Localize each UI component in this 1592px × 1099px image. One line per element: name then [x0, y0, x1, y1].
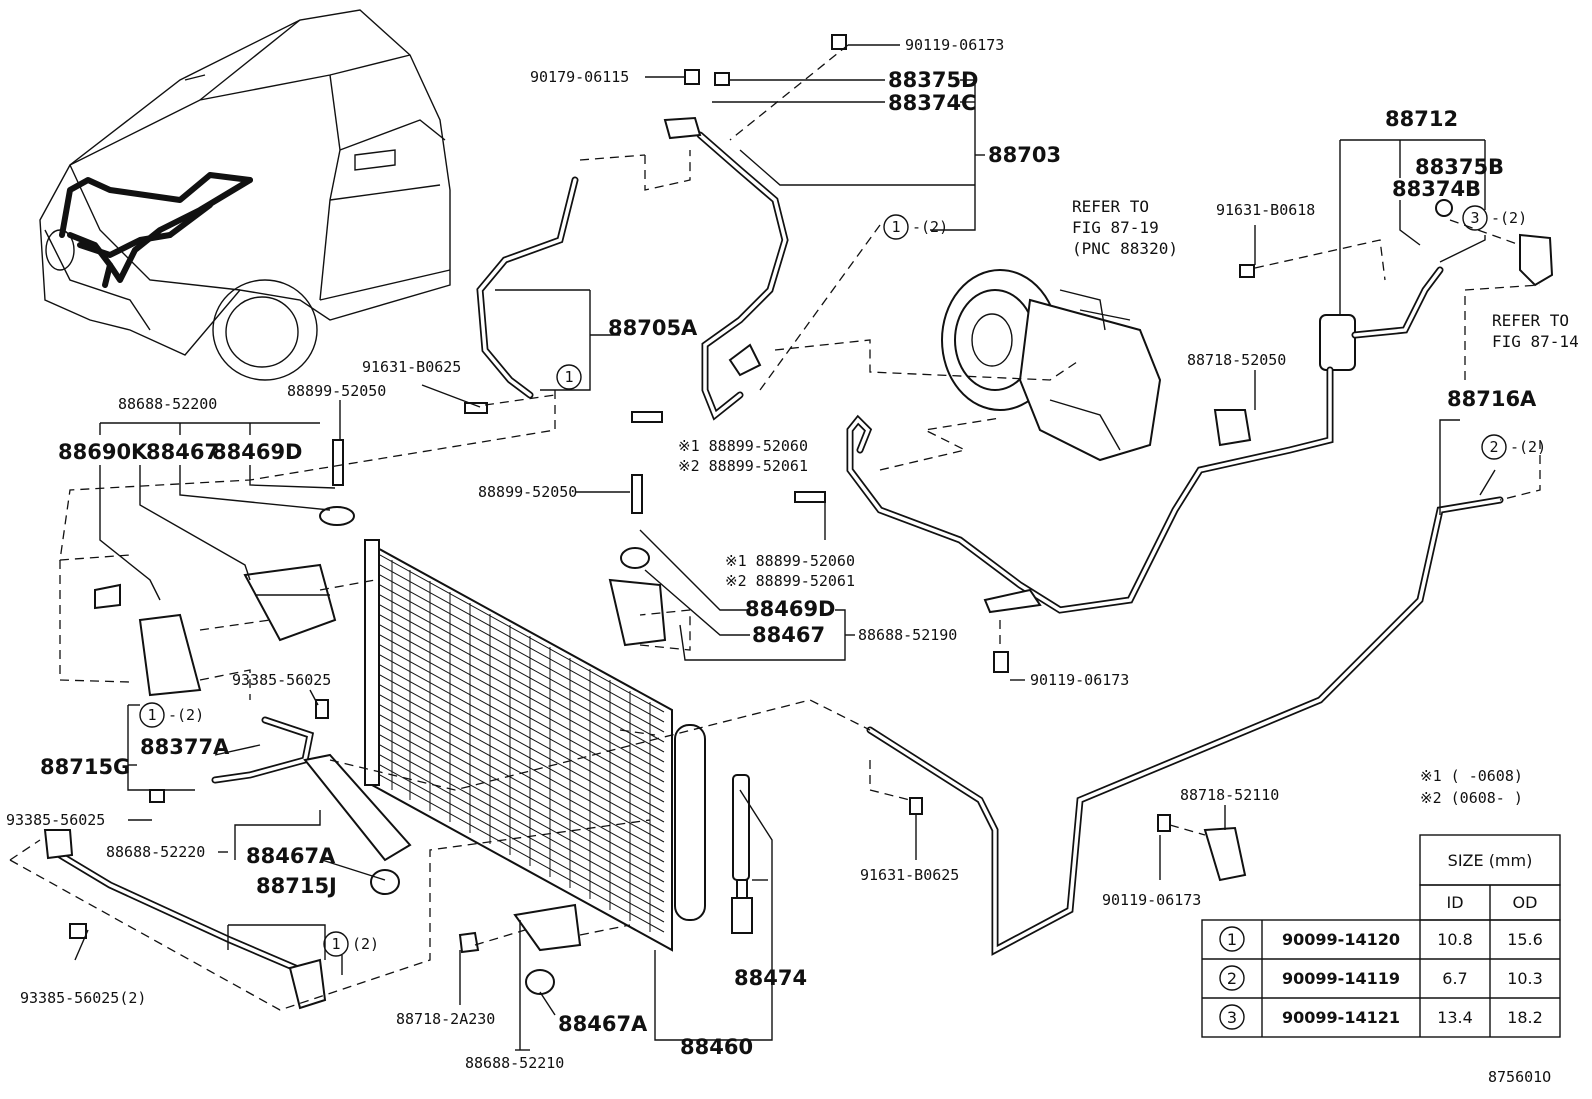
part-label: 88712	[1385, 107, 1458, 131]
note-2: ※2 (0608- )	[1420, 789, 1523, 807]
part-label: 88688-52200	[118, 395, 217, 413]
part-label: ※1 88899-52060	[678, 437, 808, 455]
part-label: 93385-56025	[232, 671, 331, 689]
part-label: 93385-56025	[6, 811, 105, 829]
part-label: ※2 88899-52061	[725, 572, 855, 590]
callout-number: 1	[147, 706, 156, 724]
refer-to-fig: FIG 87-19	[1072, 218, 1159, 237]
part-label: 88474	[734, 966, 807, 990]
dashed-leaders	[9, 44, 1541, 1011]
part-label: ※1 88899-52060	[725, 552, 855, 570]
size-row-id: 13.4	[1437, 1008, 1473, 1027]
solid-leaders	[74, 44, 1496, 1051]
pipe-suction	[846, 366, 1334, 614]
size-table-col-id: ID	[1446, 893, 1463, 912]
callout-qty: -(2)	[912, 218, 948, 236]
callout-circles: 1 -(2) 3 -(2) 1 2 -(2) 1 -(2) 1 (2)	[139, 205, 1546, 957]
part-label: 88467A	[558, 1012, 648, 1036]
part-label: 88688-52220	[106, 843, 205, 861]
part-label: 88899-52050	[287, 382, 386, 400]
part-label: 88460	[680, 1035, 753, 1059]
part-label: 91631-B0625	[362, 358, 461, 376]
size-table: SIZE (mm) ID OD 1 90099-14120 10.8 15.6 …	[1201, 834, 1561, 1038]
size-row-part: 90099-14120	[1282, 930, 1400, 949]
part-label: 90119-06173	[905, 36, 1004, 54]
callout-number: 1	[564, 368, 573, 386]
pipe-88703	[696, 131, 789, 421]
size-row-no: 2	[1227, 969, 1237, 988]
size-row-id: 10.8	[1437, 930, 1473, 949]
vehicle-illustration	[39, 9, 451, 381]
part-label: 88715J	[256, 874, 337, 898]
part-label: 88375D	[888, 68, 979, 92]
part-labels: 90119-06173 90179-06115 88375D 88374C 88…	[6, 36, 1537, 1072]
pipe-88716A	[866, 496, 1504, 956]
part-label: 88688-52190	[858, 626, 957, 644]
part-label: 88374B	[1392, 177, 1481, 201]
drier-88712	[1319, 233, 1554, 371]
part-label: 88899-52050	[478, 483, 577, 501]
size-table-col-od: OD	[1513, 893, 1538, 912]
compressor-88320	[941, 269, 1162, 462]
part-label: 88467	[752, 623, 825, 647]
callout-number: 1	[331, 935, 340, 953]
size-row-no: 3	[1227, 1008, 1237, 1027]
reference-notes: REFER TO FIG 87-19 (PNC 88320) REFER TO …	[1072, 197, 1579, 351]
part-label: 88467	[146, 440, 219, 464]
callout-qty: -(2)	[1491, 209, 1527, 227]
receiver-88474	[731, 774, 753, 934]
part-label: ※2 88899-52061	[678, 457, 808, 475]
size-row-od: 15.6	[1507, 930, 1543, 949]
refer-to-fig: FIG 87-14	[1492, 332, 1579, 351]
refer-to-text: REFER TO	[1072, 197, 1149, 216]
size-table-header: SIZE (mm)	[1448, 851, 1533, 870]
size-row-part: 90099-14121	[1282, 1008, 1400, 1027]
part-label: 88705A	[608, 316, 698, 340]
callout-qty: -(2)	[168, 706, 204, 724]
figure-id: 875601O	[1488, 1068, 1551, 1086]
part-label: 88467A	[246, 844, 336, 868]
part-label: 88703	[988, 143, 1061, 167]
size-row-no: 1	[1227, 930, 1237, 949]
part-label: 90119-06173	[1102, 891, 1201, 909]
callout-number: 1	[891, 218, 900, 236]
size-row-od: 18.2	[1507, 1008, 1543, 1027]
part-label: 88690K	[58, 440, 148, 464]
part-label: 88377A	[140, 735, 230, 759]
part-label: 88718-52050	[1187, 351, 1286, 369]
refer-to-pnc: (PNC 88320)	[1072, 239, 1178, 258]
part-label: 90179-06115	[530, 68, 629, 86]
part-label: 88375B	[1415, 155, 1504, 179]
size-row-id: 6.7	[1442, 969, 1467, 988]
condenser-88460	[364, 539, 706, 952]
brackets	[43, 34, 1453, 1010]
part-label: 88469D	[745, 597, 836, 621]
part-label: 88715G	[40, 755, 130, 779]
callout-qty: -(2)	[1510, 438, 1546, 456]
size-row-part: 90099-14119	[1282, 969, 1400, 988]
part-label: 88469D	[212, 440, 303, 464]
part-label: 93385-56025(2)	[20, 989, 146, 1007]
note-1: ※1 ( -0608)	[1420, 767, 1523, 785]
part-label: 91631-B0625	[860, 866, 959, 884]
callout-number: 2	[1489, 438, 1498, 456]
refer-to-text: REFER TO	[1492, 311, 1569, 330]
callout-qty: (2)	[352, 935, 379, 953]
size-row-od: 10.3	[1507, 969, 1543, 988]
part-label: 88716A	[1447, 387, 1537, 411]
part-label: 90119-06173	[1030, 671, 1129, 689]
callout-number: 3	[1470, 209, 1479, 227]
part-label: 88718-2A230	[396, 1010, 495, 1028]
pipe-88705A	[476, 176, 579, 399]
part-label: 91631-B0618	[1216, 201, 1315, 219]
date-notes: ※1 ( -0608) ※2 (0608- )	[1420, 767, 1523, 807]
part-label: 88688-52210	[465, 1054, 564, 1072]
part-label: 88374C	[888, 91, 976, 115]
part-label: 88718-52110	[1180, 786, 1279, 804]
